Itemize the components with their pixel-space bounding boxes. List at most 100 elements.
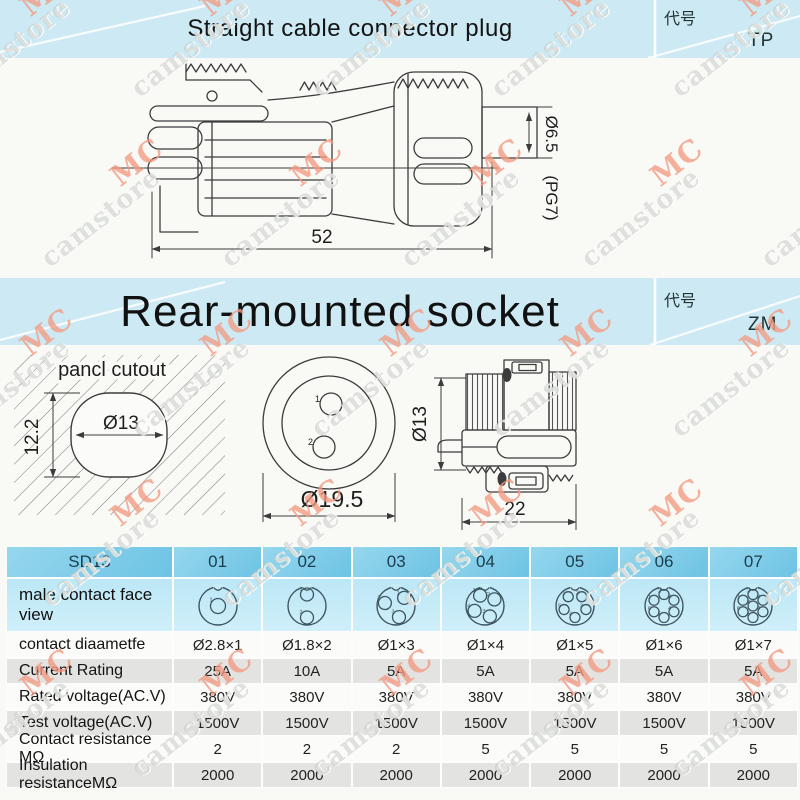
plug-title: Straight cable connector plug <box>187 15 513 42</box>
spec-value-cell: 2000 <box>173 762 263 788</box>
svg-text:3: 3 <box>580 604 583 610</box>
spec-value-cell: 380V <box>708 684 798 710</box>
socket-code-value: ZM <box>748 314 778 335</box>
svg-text:1: 1 <box>648 594 651 600</box>
spec-value-cell: Ø1×6 <box>619 632 709 658</box>
spec-value-cell: 5A <box>440 658 531 684</box>
spec-value-cell: Ø1×7 <box>708 632 798 658</box>
side-dia: Ø13 <box>410 406 431 442</box>
watermark-mc: MC <box>643 470 710 534</box>
spec-value-cell: 5A <box>708 658 798 684</box>
cutout-label: pancl cutout <box>58 359 166 381</box>
plug-code-value: TP <box>748 30 775 51</box>
spec-value-cell: 5 <box>619 736 709 762</box>
spec-value-cell: 5 <box>440 736 531 762</box>
svg-text:6: 6 <box>648 606 651 612</box>
spec-col-header-02: 02 <box>262 546 352 578</box>
front-pin2-label: 2 <box>308 437 313 447</box>
spec-value-cell: 10A <box>262 658 352 684</box>
svg-text:3: 3 <box>668 594 671 600</box>
svg-text:1: 1 <box>562 591 565 597</box>
spec-col-header-06: 06 <box>619 546 709 578</box>
svg-text:1: 1 <box>397 590 400 596</box>
spec-value-cell: 25A <box>173 658 263 684</box>
face-view-cell: 1 <box>173 578 263 632</box>
svg-text:1: 1 <box>209 598 212 604</box>
svg-text:2: 2 <box>487 592 490 598</box>
spec-row-label: Rated voltage(AC.V) <box>6 684 173 710</box>
cutout-height: 12.2 <box>22 419 43 456</box>
svg-text:6: 6 <box>737 606 740 612</box>
face-view-cell: 1 2 3 4 5 <box>530 578 620 632</box>
svg-text:5: 5 <box>558 604 561 610</box>
spec-value-cell: 5 <box>530 736 620 762</box>
spec-value-cell: 380V <box>262 684 352 710</box>
svg-text:4: 4 <box>757 606 760 612</box>
watermark-camstore: camstore <box>755 162 800 274</box>
spec-value-cell: Ø1.8×2 <box>262 632 352 658</box>
svg-text:2: 2 <box>576 591 579 597</box>
watermark-camstore: camstore <box>575 162 707 274</box>
side-length: 22 <box>504 499 525 520</box>
spec-value-cell: 1500V <box>262 710 352 736</box>
spec-value-cell: 1500V <box>708 710 798 736</box>
contact-face-icon-2pin: 12 <box>287 584 327 626</box>
plug-header-band: Straight cable connector plug 代号 TP <box>0 0 800 58</box>
spec-row-label: Test voltage(AC.V) <box>6 710 173 736</box>
svg-text:4: 4 <box>569 612 572 618</box>
spec-value-cell: 2 <box>351 736 441 762</box>
spec-row-label: Contact resistance MΩ <box>6 731 173 766</box>
cutout-dia: Ø13 <box>103 413 139 434</box>
spec-value-cell: 2000 <box>708 762 798 788</box>
svg-text:3: 3 <box>392 610 395 616</box>
socket-header-lines <box>0 278 800 345</box>
spec-value-cell: 1500V <box>173 710 263 736</box>
spec-value-cell: 380V <box>173 684 263 710</box>
spec-row-label: Insulation resistanceMΩ <box>6 757 173 792</box>
spec-value-cell: 380V <box>351 684 441 710</box>
spec-value-cell: 2 <box>173 736 263 762</box>
spec-value-cell: 380V <box>530 684 620 710</box>
plug-drawing: 52 Ø6.5 (PG7) <box>111 63 561 259</box>
spec-value-cell: 5A <box>619 658 709 684</box>
watermark-mc: MC <box>643 130 710 194</box>
spec-value-cell: 1500V <box>619 710 709 736</box>
contact-face-icon-5pin: 1 2 3 4 5 <box>555 584 595 626</box>
spec-col-header-07: 07 <box>708 546 798 578</box>
spec-value-cell: 1500V <box>351 710 441 736</box>
spec-col-header-05: 05 <box>530 546 620 578</box>
plug-code-label: 代号 <box>664 11 697 28</box>
svg-text:7: 7 <box>747 600 750 606</box>
svg-text:4: 4 <box>468 603 471 609</box>
spec-value-cell: 5 <box>708 736 798 762</box>
watermark-camstore: camstore <box>665 332 797 444</box>
spec-value-cell: Ø1×3 <box>351 632 441 658</box>
spec-value-cell: 1500V <box>530 710 620 736</box>
spec-value-cell: 2000 <box>440 762 531 788</box>
spec-row-label: contact diaametfe <box>6 632 173 658</box>
spec-value-cell: 380V <box>619 684 709 710</box>
face-row-label: male contact face view <box>6 578 173 632</box>
spec-value-cell: 1500V <box>440 710 531 736</box>
svg-text:5: 5 <box>747 612 750 618</box>
spec-value-cell: 5A <box>530 658 620 684</box>
spec-value-cell: 380V <box>440 684 531 710</box>
svg-text:5: 5 <box>658 612 661 618</box>
spec-value-cell: Ø1×5 <box>530 632 620 658</box>
svg-text:3: 3 <box>483 609 486 615</box>
svg-text:2: 2 <box>747 589 750 595</box>
panel-cutout-drawing: pancl cutout Ø13 12.2 <box>14 355 225 515</box>
